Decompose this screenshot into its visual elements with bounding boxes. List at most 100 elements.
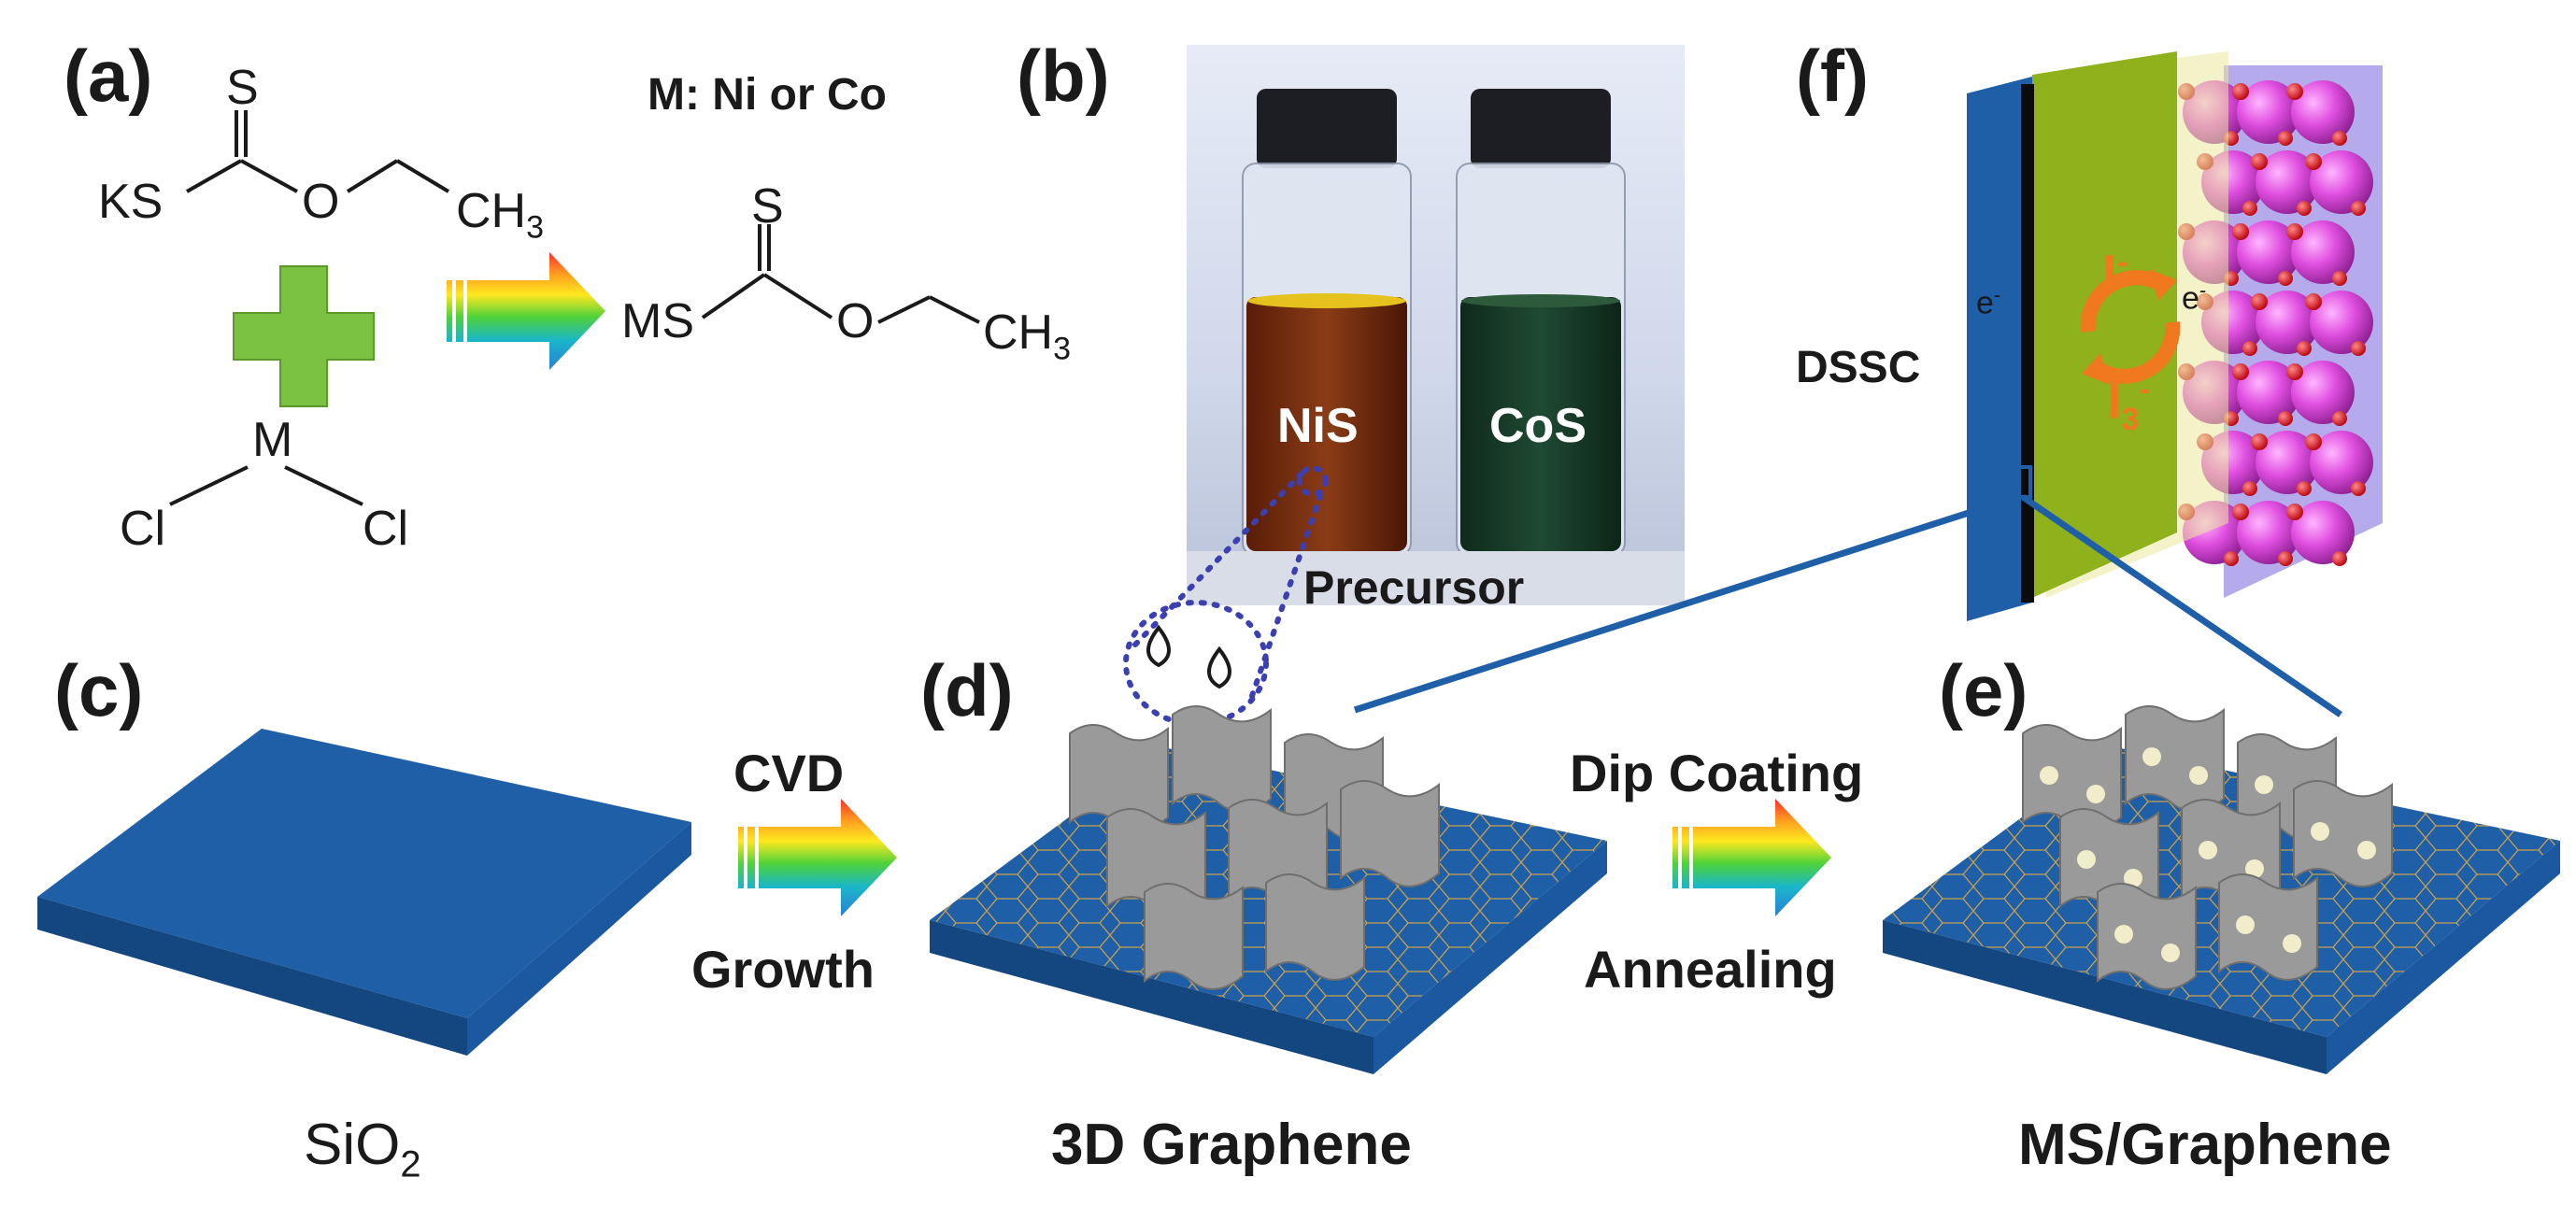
plus-icon [233, 265, 375, 407]
ms-nanoparticle [2283, 934, 2301, 953]
precursor-caption: Precursor [1303, 561, 1525, 614]
vial-label-nis: NiS [1277, 399, 1359, 453]
bond-line [701, 273, 766, 319]
ms-nanoparticle [2357, 841, 2376, 859]
atom-cl-right: Cl [363, 502, 409, 556]
ch-text: CH [456, 184, 527, 238]
atom-o: O [302, 175, 340, 229]
step-anneal-label: Annealing [1584, 940, 1837, 999]
triiodide-charge: - [2139, 372, 2150, 407]
subscript-3: 3 [526, 209, 545, 246]
panel-label-d: (d) [920, 649, 1014, 731]
sio2-text: SiO [304, 1113, 401, 1177]
graphene-sheets [1069, 705, 1440, 990]
atom-ball [2305, 293, 2322, 310]
atom-ms: MS [621, 294, 694, 348]
step-growth-label: Growth [691, 940, 875, 999]
ms-nanoparticle [2245, 859, 2264, 878]
atom-ball [2286, 83, 2303, 100]
sphere [2291, 501, 2355, 564]
reaction-arrow-icon [447, 252, 605, 370]
sphere [2310, 150, 2373, 214]
atom-ball [2286, 223, 2303, 240]
atom-ball [2278, 411, 2293, 426]
atom-ball [2297, 481, 2312, 496]
bond-line [346, 159, 399, 193]
iodide-label: I- [2102, 245, 2128, 300]
ms-nanoparticle [2040, 766, 2058, 785]
graphene-sheet [2293, 780, 2393, 887]
atom-ball [2224, 551, 2239, 566]
atom-ball [2251, 433, 2268, 450]
electron-right: e- [2182, 278, 2207, 317]
graphene-sheet [2218, 873, 2318, 981]
ms-nanoparticle [2077, 850, 2096, 869]
ms-nanoparticle [2236, 915, 2255, 934]
electron-symbol: e [2182, 280, 2199, 317]
atom-ks: KS [98, 175, 164, 229]
graphene-sheet [1144, 883, 1244, 990]
sio2-subscript: 2 [400, 1143, 421, 1185]
atom-ball [2286, 504, 2303, 520]
step-dip-label: Dip Coating [1570, 744, 1864, 802]
atom-ball [2232, 504, 2249, 520]
graphene-sheet [1172, 705, 1272, 813]
vial-cap-right [1471, 89, 1611, 168]
electron-charge: - [2199, 278, 2207, 302]
bond-line [877, 295, 931, 324]
sphere [2291, 220, 2355, 284]
atom-s: S [226, 61, 259, 115]
subscript-3: 3 [1053, 331, 1072, 367]
atom-ball [2242, 341, 2257, 356]
sphere [2310, 431, 2373, 494]
sphere [2291, 361, 2355, 424]
dssc-label: DSSC [1796, 343, 1921, 392]
panel-label-f: (f) [1796, 35, 1869, 117]
atom-o: O [836, 294, 875, 348]
atom-m: M [252, 413, 293, 467]
sphere [2237, 80, 2300, 144]
sio2-substrate [37, 729, 691, 1056]
dye-layer [2032, 51, 2177, 598]
group-ch3: CH3 [456, 187, 544, 243]
vial-cap-left [1257, 89, 1397, 168]
sphere [2256, 291, 2319, 354]
ms-graphene-caption: MS/Graphene [2018, 1113, 2392, 1177]
atom-ball [2286, 363, 2303, 380]
sphere [2310, 291, 2373, 354]
bond-line [284, 465, 363, 506]
droplet-icon [1146, 624, 1171, 668]
panel-label-b: (b) [1017, 35, 1110, 117]
graphene-sheet [1265, 873, 1365, 981]
ms-nanoparticle [2199, 841, 2217, 859]
atom-ball [2332, 131, 2347, 146]
ch-text: CH [983, 305, 1054, 360]
atom-ball [2305, 433, 2322, 450]
redox-arrow-icon [2080, 270, 2170, 333]
atom-ball [2351, 341, 2366, 356]
atom-ball [2232, 83, 2249, 100]
atom-ball [2332, 411, 2347, 426]
atom-ball [2232, 223, 2249, 240]
atom-ball [2278, 551, 2293, 566]
vial-liquid-cos [1460, 297, 1621, 551]
iodide-charge: - [2116, 242, 2128, 280]
vial-label-cos: CoS [1489, 399, 1587, 453]
iodide-symbol: I [2102, 243, 2117, 303]
vial-photo [1187, 45, 1685, 605]
electron-left: e- [1976, 285, 2000, 319]
bond-line [186, 159, 242, 193]
metal-note: M: Ni or Co [648, 70, 887, 120]
sio2-caption: SiO2 [304, 1113, 421, 1185]
atom-ball [2251, 293, 2268, 310]
ms-nanoparticle [2161, 944, 2180, 962]
sphere [2256, 150, 2319, 214]
group-ch3: CH3 [983, 308, 1071, 364]
ms-nanoparticle [2114, 925, 2133, 944]
ms-nanoparticle [2189, 766, 2208, 785]
graphene-sheet [1340, 780, 1440, 887]
vial-liquid-nis [1246, 297, 1407, 551]
sphere [2256, 431, 2319, 494]
graphene-sheet [2022, 724, 2122, 831]
